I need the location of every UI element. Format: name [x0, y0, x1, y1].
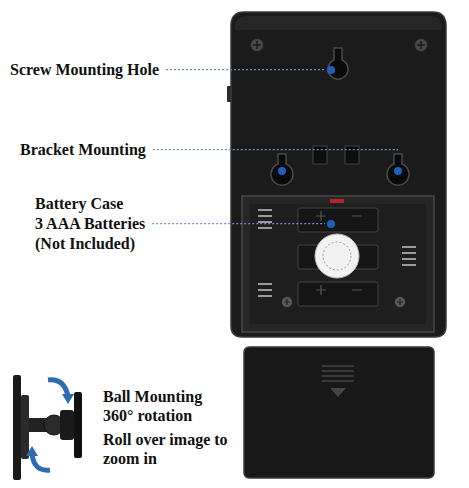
device-back [227, 12, 446, 337]
slot [313, 146, 327, 164]
callout-label: 3 AAA Batteries [35, 214, 145, 233]
leader-line [166, 69, 325, 70]
keyhole [328, 48, 348, 79]
callout-label: Roll over image to zoom in [103, 430, 233, 468]
marker-dot [327, 66, 335, 74]
battery-compartment [242, 196, 434, 332]
leader-line [152, 223, 325, 224]
screw [415, 39, 428, 52]
callout-label: (Not Included) [35, 234, 135, 253]
leader-line [153, 149, 398, 150]
slot [345, 146, 359, 164]
housing-rim [235, 16, 442, 30]
callout-label: Bracket Mounting [20, 140, 146, 159]
housing [231, 12, 446, 337]
callout-label: Battery Case [35, 194, 123, 213]
keyhole [271, 154, 293, 185]
callout-label: Ball Mounting 360° rotation [103, 387, 233, 425]
screw [251, 39, 264, 52]
ball-bracket [13, 375, 82, 480]
marker-dot [394, 167, 402, 175]
marker-dot [278, 167, 286, 175]
callout-label: Screw Mounting Hole [10, 60, 159, 79]
keyhole [387, 154, 409, 185]
marker-dot [327, 220, 335, 228]
battery-cover [244, 347, 434, 478]
